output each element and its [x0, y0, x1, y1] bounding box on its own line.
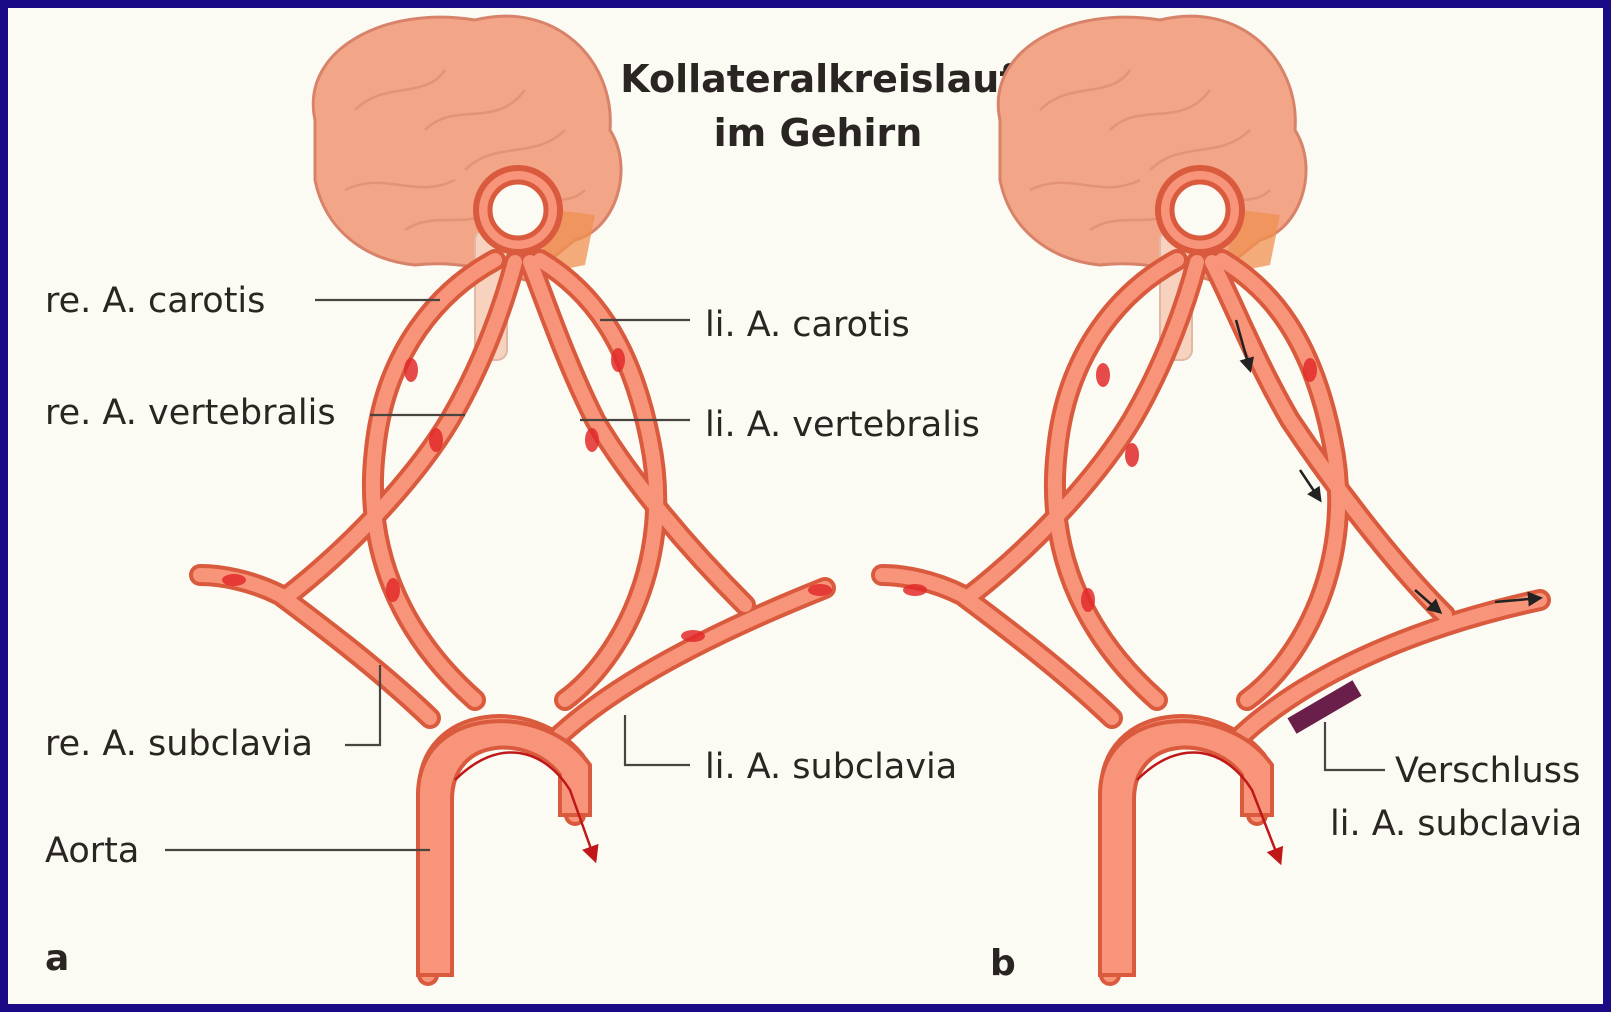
- title-line-2: im Gehirn: [714, 111, 923, 155]
- label-li-subclavia: li. A. subclavia: [705, 747, 957, 787]
- title-line-1: Kollateralkreislauf: [620, 57, 1016, 101]
- label-re-carotis: re. A. carotis: [45, 281, 265, 321]
- label-aorta: Aorta: [45, 831, 139, 871]
- panel-letter-b: b: [990, 943, 1016, 984]
- label-verschluss-line-2: li. A. subclavia: [1330, 804, 1582, 844]
- panel-letter-a: a: [45, 938, 69, 979]
- label-verschluss-line-1: Verschluss: [1395, 751, 1580, 791]
- label-li-carotis: li. A. carotis: [705, 305, 910, 345]
- label-li-vertebralis: li. A. vertebralis: [705, 405, 980, 445]
- label-re-subclavia: re. A. subclavia: [45, 724, 313, 764]
- label-re-vertebralis: re. A. vertebralis: [45, 393, 336, 433]
